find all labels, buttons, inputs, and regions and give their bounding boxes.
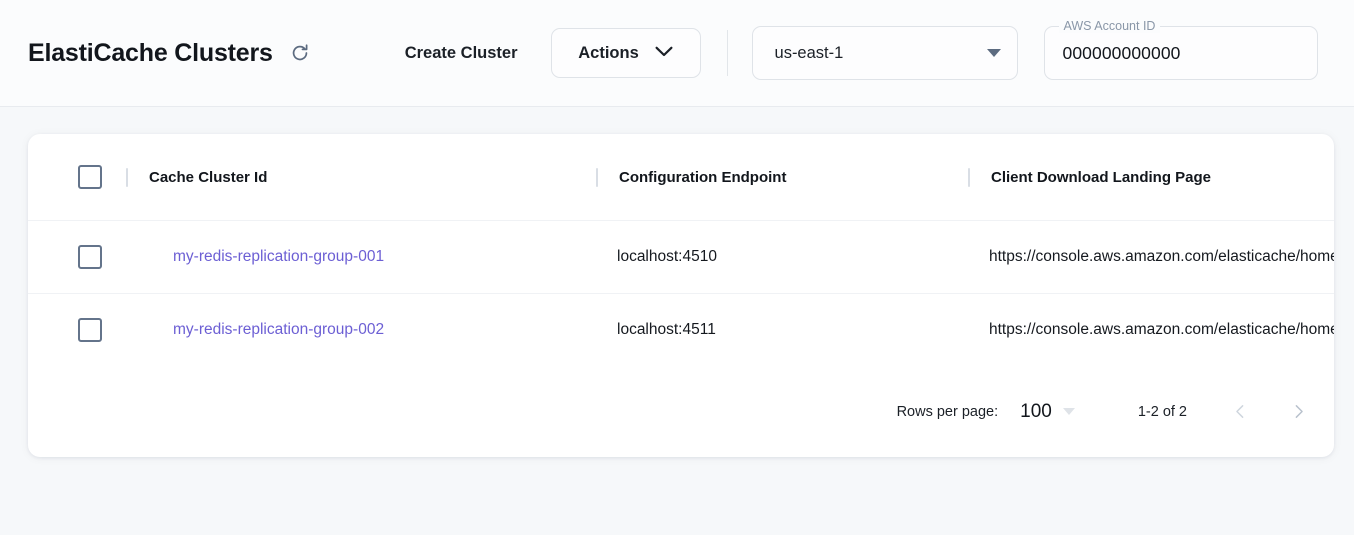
aws-account-id-field[interactable]: AWS Account ID 000000000000	[1043, 19, 1318, 80]
table-header-row: Cache Cluster Id Configuration Endpoint …	[28, 134, 1334, 221]
title-group: ElastiCache Clusters	[28, 40, 313, 66]
cell-client-download-landing-page: https://console.aws.amazon.com/elasticac…	[968, 220, 1334, 294]
clusters-card: Cache Cluster Id Configuration Endpoint …	[28, 134, 1334, 457]
rows-per-page-label: Rows per page:	[896, 403, 999, 420]
cluster-id-link[interactable]: my-redis-replication-group-002	[173, 321, 385, 339]
row-select-cell	[28, 293, 126, 367]
rows-per-page-select[interactable]: 100	[1020, 400, 1052, 422]
region-select[interactable]: us-east-1	[751, 26, 1018, 80]
column-header-label: Cache Cluster Id	[149, 168, 268, 186]
cell-configuration-endpoint: localhost:4510	[596, 220, 968, 294]
page-header: ElastiCache Clusters Create Cluster Acti…	[0, 0, 1354, 107]
cell-client-download-landing-page: https://console.aws.amazon.com/elasticac…	[968, 293, 1334, 367]
create-cluster-button[interactable]: Create Cluster	[404, 43, 518, 62]
column-header-label: Client Download Landing Page	[991, 168, 1212, 186]
column-header-cache-cluster-id[interactable]: Cache Cluster Id	[126, 134, 596, 221]
cell-cache-cluster-id: my-redis-replication-group-001	[126, 220, 596, 294]
chevron-right-icon[interactable]	[1281, 395, 1315, 429]
actions-button[interactable]: Actions	[550, 28, 701, 78]
table-body: my-redis-replication-group-001 localhost…	[28, 220, 1334, 367]
cell-cache-cluster-id: my-redis-replication-group-002	[126, 293, 596, 367]
rows-per-page-dropdown-icon[interactable]	[1062, 408, 1075, 415]
table-pagination: Rows per page: 100 1-2 of 2	[28, 366, 1334, 457]
pagination-range-label: 1-2 of 2	[1137, 403, 1187, 420]
column-divider	[596, 167, 598, 187]
select-all-header	[28, 134, 126, 221]
row-checkbox[interactable]	[78, 318, 102, 343]
triangle-down-icon	[986, 49, 1001, 57]
landing-page-url: https://console.aws.amazon.com/elasticac…	[989, 321, 1334, 339]
chevron-down-icon	[655, 44, 673, 62]
column-header-client-download-landing-page[interactable]: Client Download Landing Page	[968, 134, 1334, 221]
region-select-value: us-east-1	[774, 43, 844, 62]
table-row: my-redis-replication-group-001 localhost…	[28, 220, 1334, 294]
column-divider	[968, 167, 970, 187]
column-header-configuration-endpoint[interactable]: Configuration Endpoint	[596, 134, 968, 221]
cell-configuration-endpoint: localhost:4511	[596, 293, 968, 367]
table-row: my-redis-replication-group-002 localhost…	[28, 293, 1334, 367]
row-checkbox[interactable]	[78, 245, 102, 269]
clusters-table: Cache Cluster Id Configuration Endpoint …	[28, 134, 1334, 367]
landing-page-url: https://console.aws.amazon.com/elasticac…	[989, 248, 1334, 265]
actions-button-label: Actions	[578, 43, 639, 62]
aws-account-id-value: 000000000000	[1062, 42, 1181, 63]
table-header: Cache Cluster Id Configuration Endpoint …	[28, 134, 1334, 221]
column-divider	[126, 167, 128, 187]
column-header-label: Configuration Endpoint	[619, 168, 787, 186]
cluster-id-link[interactable]: my-redis-replication-group-001	[173, 248, 385, 265]
aws-account-id-label: AWS Account ID	[1058, 19, 1161, 33]
chevron-left-icon[interactable]	[1223, 395, 1257, 429]
page-title: ElastiCache Clusters	[28, 38, 273, 67]
refresh-icon[interactable]	[287, 40, 313, 66]
select-all-checkbox[interactable]	[78, 165, 102, 189]
toolbar-divider	[726, 30, 728, 76]
row-select-cell	[28, 220, 126, 294]
